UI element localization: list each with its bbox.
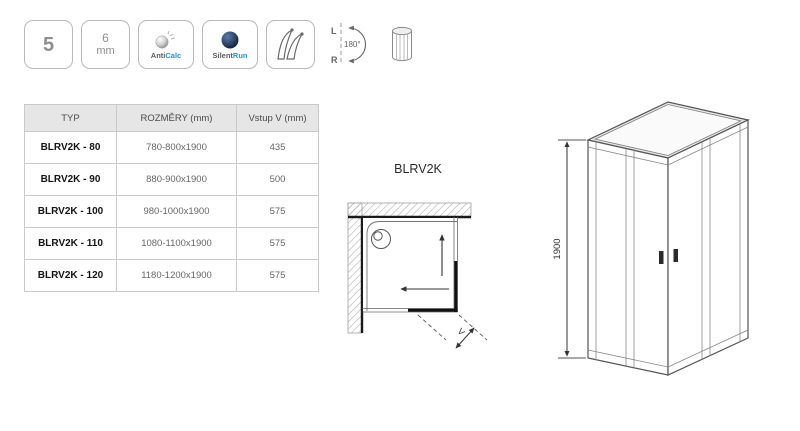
cell-typ: BLRV2K - 90 xyxy=(24,163,117,196)
wall-hatch xyxy=(347,202,472,334)
right-glass-face xyxy=(667,119,749,376)
door-direction-arrows xyxy=(400,234,449,292)
safety-class-label: 5 xyxy=(42,33,55,56)
glass-walls xyxy=(362,217,458,313)
door-handle-right xyxy=(673,249,678,262)
cell-typ: BLRV2K - 100 xyxy=(24,195,117,228)
badge-folding-glass xyxy=(266,20,315,69)
badge-anticalc: AntiCalc xyxy=(138,20,194,69)
top-rim-inner xyxy=(593,104,743,156)
rotation-right-label: R xyxy=(331,55,338,65)
entry-width-label: V xyxy=(455,326,466,337)
rotation-left-label: L xyxy=(331,26,337,36)
col-header-typ: TYP xyxy=(24,104,117,132)
size-table: TYP ROZMĚRY (mm) Vstup V (mm) BLRV2K - 8… xyxy=(24,104,319,292)
cell-typ: BLRV2K - 80 xyxy=(24,131,117,164)
glass-thickness-value: 6 xyxy=(102,31,109,45)
cell-vstup: 435 xyxy=(236,131,319,164)
left-glass-face xyxy=(587,139,669,376)
cell-typ: BLRV2K - 110 xyxy=(24,227,117,260)
table-header-row: TYP ROZMĚRY (mm) Vstup V (mm) xyxy=(24,104,319,132)
shower-tray xyxy=(363,218,457,311)
cell-vstup: 575 xyxy=(236,227,319,260)
badge-safety-class: 5 xyxy=(24,20,73,69)
plan-title: BLRV2K xyxy=(394,162,442,176)
anticalc-pearl-icon xyxy=(155,30,176,48)
height-label: 1900 xyxy=(552,238,563,259)
rotation-180-icon: L 180° R xyxy=(331,23,366,65)
cell-rozmery: 980-1000x1900 xyxy=(116,195,237,228)
silentrun-sphere-icon xyxy=(221,31,239,48)
cell-typ: BLRV2K - 120 xyxy=(24,259,117,292)
rotation-angle-label: 180° xyxy=(344,40,361,49)
badge-glass-thickness: 6 mm xyxy=(81,20,130,69)
cell-rozmery: 780-800x1900 xyxy=(116,131,237,164)
cell-rozmery: 880-900x1900 xyxy=(116,163,237,196)
table-row: BLRV2K - 90 880-900x1900 500 xyxy=(24,163,319,196)
table-row: BLRV2K - 120 1180-1200x1900 575 xyxy=(24,259,319,292)
table-row: BLRV2K - 100 980-1000x1900 575 xyxy=(24,195,319,228)
glass-thickness-unit: mm xyxy=(96,45,115,57)
silentrun-label: SilentRun xyxy=(212,50,248,60)
door-handle-left xyxy=(659,251,664,264)
cell-vstup: 575 xyxy=(236,259,319,292)
iso-diagram: 1900 xyxy=(552,101,750,376)
anticalc-label: AntiCalc xyxy=(150,50,182,60)
folding-glass-icon xyxy=(276,27,304,60)
plan-diagram: BLRV2K xyxy=(338,162,533,360)
badge-reversible-180: L 180° R xyxy=(323,20,370,67)
height-dimension: 1900 xyxy=(552,139,586,359)
enclosure-body xyxy=(586,101,750,376)
badge-silentrun: SilentRun xyxy=(202,20,258,69)
feature-badges: 5 6 mm AntiCalc SilentRun xyxy=(24,20,425,69)
badge-fluted-profile xyxy=(378,20,425,67)
cell-vstup: 500 xyxy=(236,163,319,196)
table-row: BLRV2K - 110 1080-1100x1900 575 xyxy=(24,227,319,260)
cell-rozmery: 1180-1200x1900 xyxy=(116,259,237,292)
col-header-rozmery: ROZMĚRY (mm) xyxy=(116,104,237,132)
cell-rozmery: 1080-1100x1900 xyxy=(116,227,237,260)
table-row: BLRV2K - 80 780-800x1900 435 xyxy=(24,131,319,164)
fluted-column-icon xyxy=(391,26,412,62)
cell-vstup: 575 xyxy=(236,195,319,228)
col-header-vstup: Vstup V (mm) xyxy=(236,104,319,132)
entry-dimension: V xyxy=(417,314,488,349)
plan-top-view: V xyxy=(347,202,488,349)
